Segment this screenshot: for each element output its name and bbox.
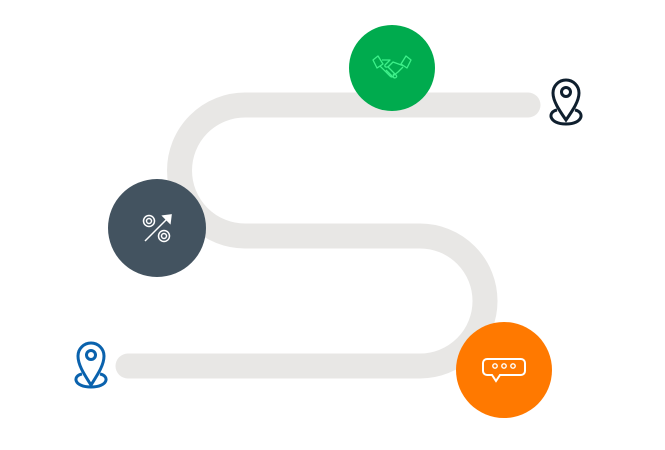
end-map-pin-icon [549,78,583,126]
handshake-milestone [349,25,435,111]
growth-milestone [108,179,206,277]
chat-milestone [456,322,552,418]
handshake-icon [372,55,412,79]
chat-bubble-icon [482,358,526,383]
percent-growth-icon [142,214,172,243]
start-map-pin-icon [74,341,108,389]
